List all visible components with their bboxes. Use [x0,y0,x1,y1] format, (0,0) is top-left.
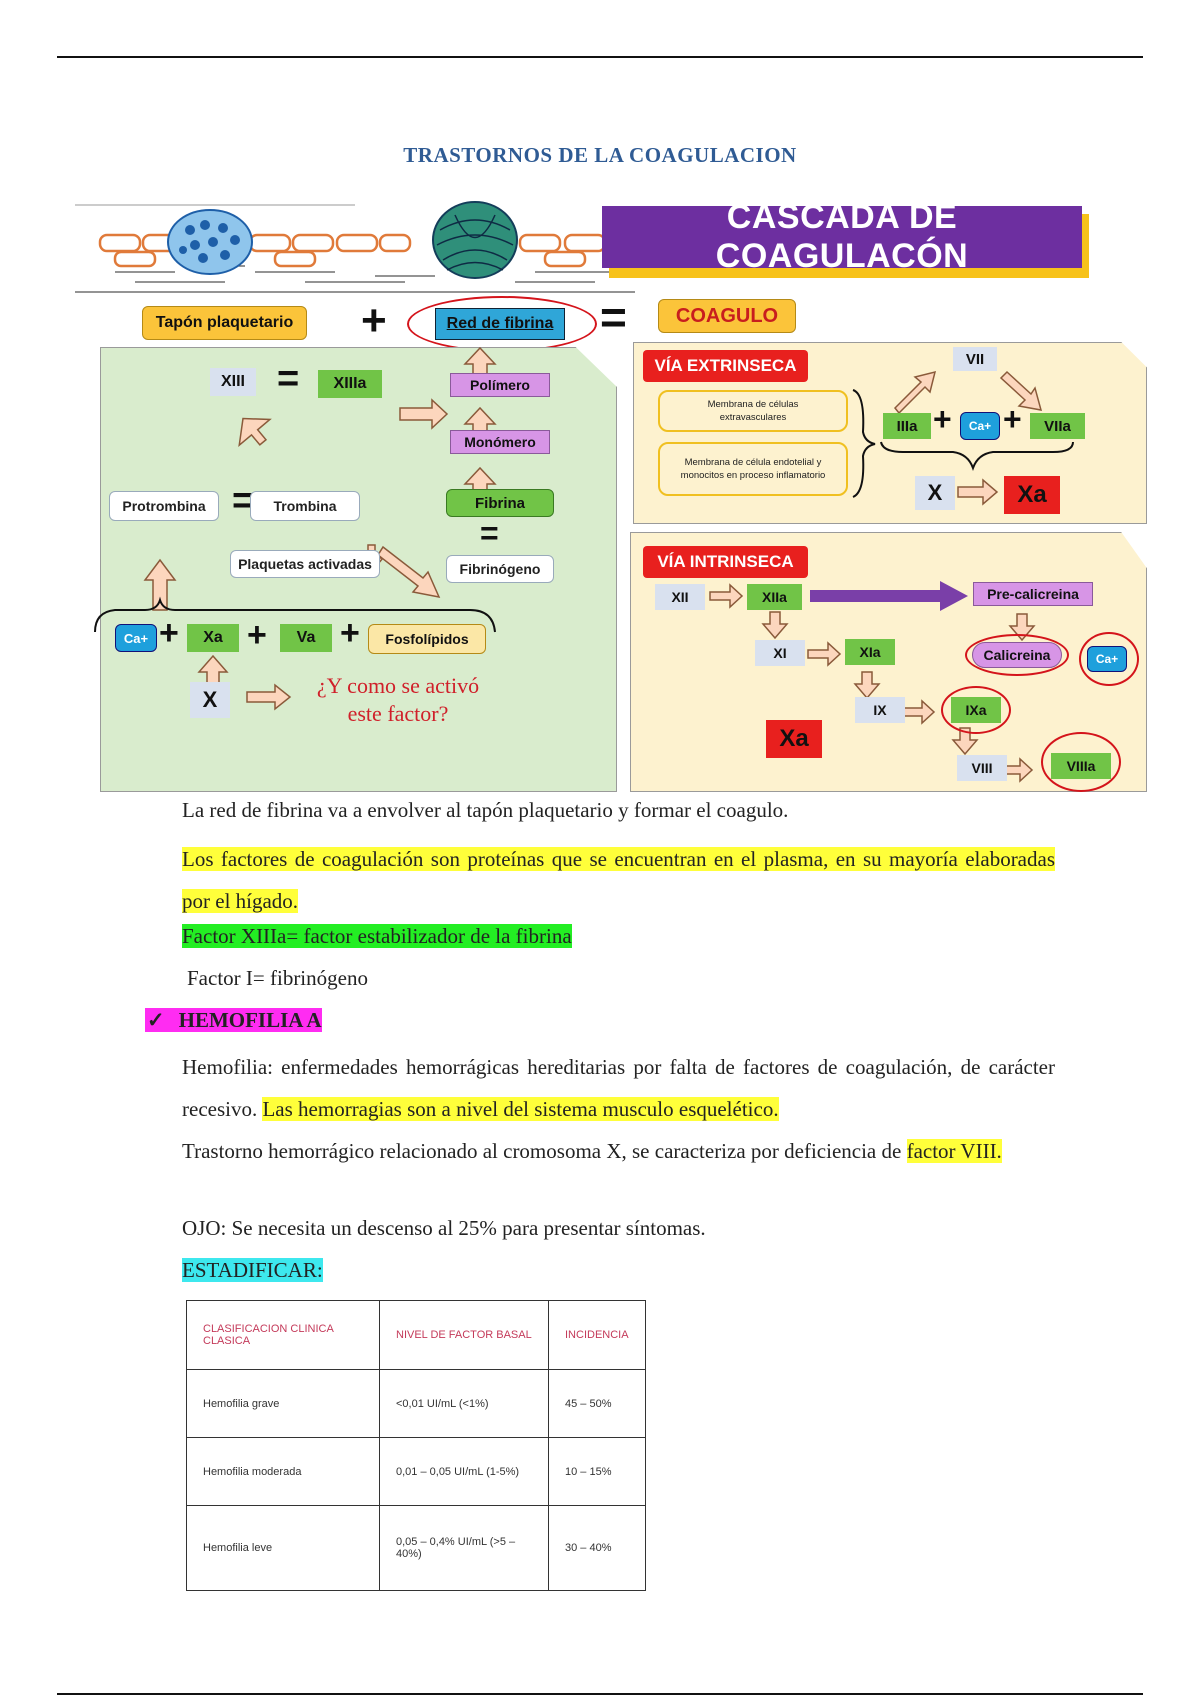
paragraph-ojo: OJO: Se necesita un descenso al 25% para… [182,1216,706,1240]
paragraph-fibrin-net: La red de fibrina va a envolver al tapón… [182,798,789,822]
common-pathway-arrows [94,346,497,711]
membrana-extravascular: Membrana de células extravasculares [658,390,848,432]
table-cell: <0,01 UI/mL (<1%) [379,1369,549,1438]
plus-icon: + [1003,401,1022,437]
pre-calicreina: Pre-calicreina [973,582,1093,606]
table-header-row: CLASIFICACION CLINICA CLASICA NIVEL DE F… [186,1300,646,1370]
factor-x: X [915,476,955,510]
coagulation-cascade-diagram: CASCADA DE COAGULACÓN Tapón plaquetario … [75,198,1150,795]
factor-xa: Xa [766,720,822,758]
plus-icon: + [933,401,952,437]
factor-vii: VII [953,347,997,371]
table-cell: Hemofilia leve [186,1505,380,1591]
factor-xi: XI [755,640,805,666]
factor-xiii: XIII [210,368,256,396]
factor-xia: XIa [845,639,895,665]
fibrinogeno: Fibrinógeno [446,555,554,583]
top-rule [57,56,1143,58]
factor-viiia-ring [1041,732,1121,792]
table-cell: 30 – 40% [548,1505,646,1591]
equals-icon: = [600,291,627,343]
factor-x: X [190,682,230,718]
banner-title: CASCADA DE COAGULACÓN [602,198,1082,275]
plaquetas-activadas: Plaquetas activadas [230,550,380,578]
fibrina: Fibrina [446,489,554,517]
ca-plus-ring [1079,632,1139,686]
factor-xiia: XIIa [747,584,802,610]
tapon-plaquetario-label: Tapón plaquetario [142,306,307,340]
paragraph-clotting-factors: Los factores de coagulación son proteína… [182,847,1055,913]
coagulo-label: COAGULO [658,299,796,333]
table-cell: 10 – 15% [548,1437,646,1506]
ca-plus: Ca+ [960,412,1000,440]
intrinsic-arrows [709,581,1036,783]
heading-estadificar: ESTADIFICAR: [182,1258,323,1282]
factor-va: Va [280,624,332,652]
table-cell: 0,01 – 0,05 UI/mL (1-5%) [379,1437,549,1506]
extrinsic-title: VÍA EXTRINSECA [643,350,808,382]
equals-icon: = [277,358,300,400]
check-icon: ✓ [145,1008,171,1032]
table-row: Hemofilia grave <0,01 UI/mL (<1%) 45 – 5… [186,1369,646,1438]
polimero: Polímero [450,373,550,397]
factor-iiia: IIIa [883,413,931,439]
trombina: Trombina [250,491,360,521]
table-cell: 0,05 – 0,4% UI/mL (>5 – 40%) [379,1505,549,1591]
plus-icon: + [159,614,179,652]
hemofilia-classification-table: CLASIFICACION CLINICA CLASICA NIVEL DE F… [186,1300,646,1591]
monomero: Monómero [450,430,550,454]
plus-icon: + [340,614,360,652]
table-header: CLASIFICACION CLINICA CLASICA [186,1300,380,1370]
bottom-rule [57,1693,1143,1695]
table-cell: Hemofilia moderada [186,1437,380,1506]
factor-ix: IX [855,697,905,723]
membrana-endotelial: Membrana de célula endotelial y monocito… [658,442,848,496]
factor-viia: VIIa [1030,413,1085,439]
calicreina-ring [965,634,1069,676]
factor-viii: VIII [957,755,1007,781]
paragraph-hemofilia-definition: Hemofilia: enfermedades hemorrágicas her… [182,1055,1055,1121]
factor-xii: XII [655,584,705,610]
blood-vessel-illustration [75,201,635,293]
factor-xa: Xa [1004,476,1060,514]
protrombina: Protrombina [109,491,219,521]
factor-ixa-ring [941,686,1011,734]
equals-icon: = [232,480,255,522]
table-cell: Hemofilia grave [186,1369,380,1438]
ca-plus: Ca+ [115,624,157,652]
document-title: TRASTORNOS DE LA COAGULACION [403,143,797,167]
factor-xiiia: XIIIa [318,370,382,398]
plus-icon: + [247,616,267,654]
fosfolipidos: Fosfolípidos [368,624,486,654]
table-cell: 45 – 50% [548,1369,646,1438]
table-row: Hemofilia leve 0,05 – 0,4% UI/mL (>5 – 4… [186,1505,646,1591]
paragraph-factor-i: Factor I= fibrinógeno [187,966,368,990]
plus-icon: + [361,296,387,345]
table-header: NIVEL DE FACTOR BASAL [379,1300,549,1370]
paragraph-factor-xiiia: Factor XIIIa= factor estabilizador de la… [182,924,572,948]
equals-icon: = [480,515,499,551]
table-row: Hemofilia moderada 0,01 – 0,05 UI/mL (1-… [186,1437,646,1506]
heading-hemofilia-a: ✓HEMOFILIA A [145,1008,322,1032]
extrinsic-arrows [852,370,1074,506]
paragraph-cromosoma-x: Trastorno hemorrágico relacionado al cro… [182,1139,1002,1163]
activation-question: ¿Y como se activó este factor? [316,673,480,726]
intrinsic-title: VÍA INTRINSECA [643,546,808,578]
table-header: INCIDENCIA [548,1300,646,1370]
factor-xa: Xa [187,624,239,652]
